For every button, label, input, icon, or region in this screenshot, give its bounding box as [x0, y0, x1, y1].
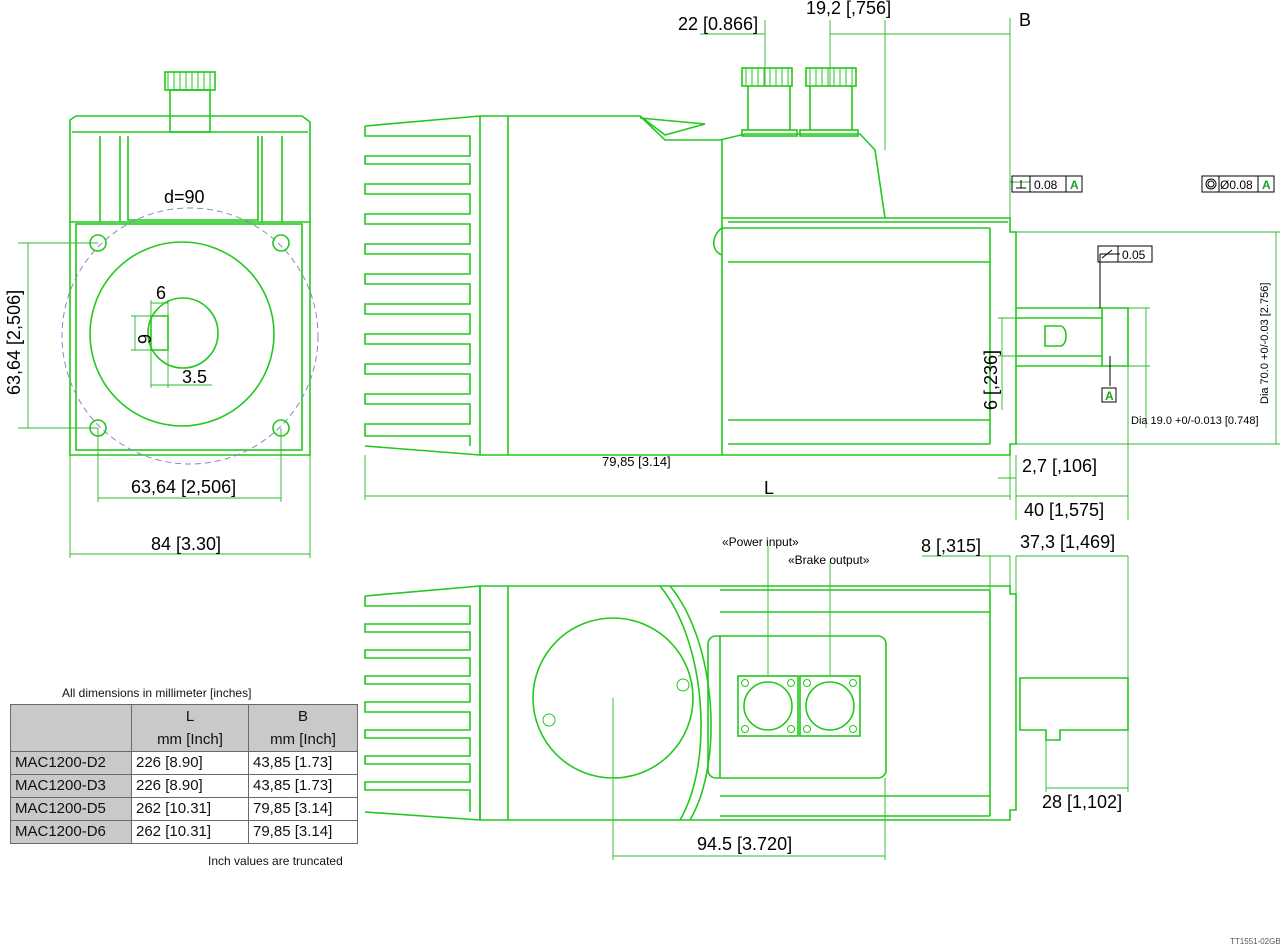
b-value-cell: 79,85 [3.14]: [248, 820, 358, 844]
column-b-unit: mm [Inch]: [270, 731, 336, 748]
column-l-name: L: [185, 708, 195, 725]
overall-width-label: 84 [3.30]: [151, 534, 221, 554]
table-corner: [10, 704, 132, 752]
bolt-circle-label: d=90: [164, 187, 205, 207]
bolt-spacing-vertical-label: 63,64 [2,506]: [4, 290, 24, 395]
flange-offset-label: 8 [,315]: [921, 536, 981, 556]
bolt-spacing-horizontal-label: 63,64 [2,506]: [131, 477, 236, 497]
table-row: MAC1200-D3 226 [8.90] 43,85 [1.73]: [10, 774, 358, 798]
key-length-label: 28 [1,102]: [1042, 792, 1122, 812]
cover-offset-label: 94.5 [3.720]: [697, 834, 792, 854]
l-value-cell: 262 [10.31]: [131, 797, 249, 821]
key-width-label: 6 [,236]: [981, 350, 1001, 410]
b-value-cell: 79,85 [3.14]: [248, 797, 358, 821]
column-header-l: L mm [Inch]: [131, 704, 249, 752]
shaft-length-label: 40 [1,575]: [1024, 500, 1104, 520]
shaft-extension-label: 37,3 [1,469]: [1020, 532, 1115, 552]
table-row: MAC1200-D2 226 [8.90] 43,85 [1.73]: [10, 751, 358, 775]
dimension-table: L mm [Inch] B mm [Inch] MAC1200-D2 226 […: [10, 704, 358, 844]
model-cell: MAC1200-D2: [10, 751, 132, 775]
flange-diameter-label: Dia 70.0 +0/-0.03 [2.756]: [1259, 283, 1271, 404]
document-code: TT1551-02GB: [1230, 937, 1280, 946]
datum-a-marker: A: [1105, 389, 1114, 403]
perpendicularity-datum: A: [1070, 178, 1079, 192]
table-row: MAC1200-D6 262 [10.31] 79,85 [3.14]: [10, 820, 358, 844]
keyway-offset-label: 3.5: [182, 367, 207, 387]
l-value-cell: 226 [8.90]: [131, 774, 249, 798]
connector-spacing-label: 19,2 [,756]: [806, 0, 891, 18]
column-header-b: B mm [Inch]: [248, 704, 358, 752]
top-view: «Power input» «Brake output» 8 [,315] 37…: [364, 532, 1129, 860]
concentricity-tolerance: Ø0.08: [1220, 178, 1253, 192]
model-cell: MAC1200-D3: [10, 774, 132, 798]
brake-output-label: «Brake output»: [788, 553, 870, 567]
keyway-depth-label: 6: [134, 334, 154, 344]
shaft-diameter-label: Dia 19.0 +0/-0.013 [0.748]: [1131, 415, 1259, 427]
table-caption: All dimensions in millimeter [inches]: [62, 686, 252, 700]
dimension-b-label: B: [1019, 10, 1031, 30]
table-row: MAC1200-D5 262 [10.31] 79,85 [3.14]: [10, 797, 358, 821]
l-value-cell: 226 [8.90]: [131, 751, 249, 775]
perpendicularity-tolerance: 0.08: [1034, 178, 1058, 192]
concentricity-datum: A: [1262, 178, 1271, 192]
keyway-width-label: 6: [156, 283, 166, 303]
side-view: 0.08 A Ø0.08 A 0.05 A 22 [0.866] 19,2 [,…: [364, 0, 1280, 520]
b-value-cell: 43,85 [1.73]: [248, 774, 358, 798]
power-input-label: «Power input»: [722, 535, 799, 549]
length-l-label: L: [764, 478, 774, 498]
b-value-cell: 43,85 [1.73]: [248, 751, 358, 775]
front-view: d=90 6 6 3.5 63,64 [2,506] 63,64 [2,506]…: [4, 71, 319, 558]
column-b-name: B: [297, 708, 308, 725]
l-value-cell: 262 [10.31]: [131, 820, 249, 844]
column-l-unit: mm [Inch]: [157, 731, 223, 748]
length-7985-label: 79,85 [3.14]: [602, 454, 671, 469]
flange-thickness-label: 2,7 [,106]: [1022, 456, 1097, 476]
model-cell: MAC1200-D6: [10, 820, 132, 844]
model-cell: MAC1200-D5: [10, 797, 132, 821]
connector-offset-label: 22 [0.866]: [678, 14, 758, 34]
table-footnote: Inch values are truncated: [208, 854, 343, 868]
runout-tolerance: 0.05: [1122, 248, 1146, 262]
